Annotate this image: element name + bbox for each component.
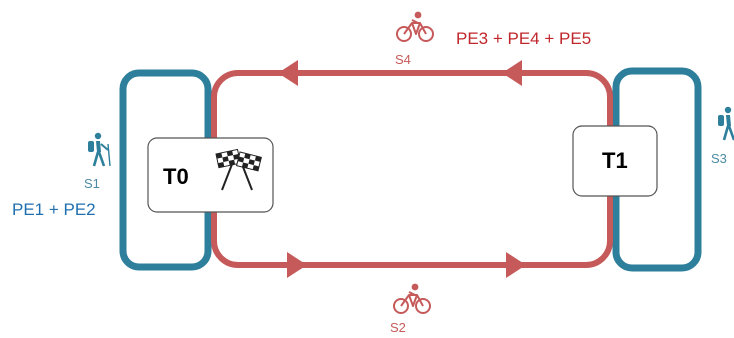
arrow-top-left [278,60,298,86]
transition-t0: T0 [147,137,274,213]
hiker-icon [88,132,111,167]
s1-label: S1 [84,176,100,191]
bicycle-icon [393,283,431,314]
bike-stages-label: PE3 + PE4 + PE5 [456,29,591,48]
hiker-icon [718,106,734,141]
t0-label: T0 [163,164,189,189]
t1-label: T1 [602,148,628,173]
arrow-top-right [502,60,522,86]
arrow-bottom-right [506,252,526,278]
bicycle-icon [396,11,434,42]
checkered-flags-icon [215,148,262,191]
arrow-bottom-left [287,252,307,278]
s4-label: S4 [395,52,411,67]
transition-t1: T1 [572,125,658,197]
s3-label: S3 [711,151,727,166]
run-stages-label: PE1 + PE2 [12,200,96,219]
s2-label: S2 [390,320,406,335]
